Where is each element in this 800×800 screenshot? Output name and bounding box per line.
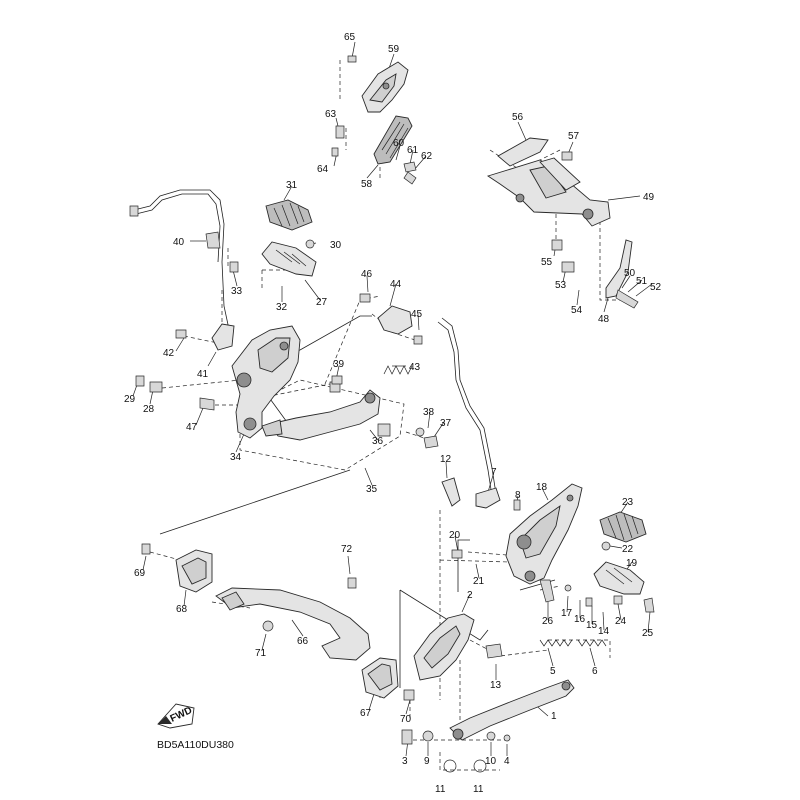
callout-39: 39 xyxy=(333,359,345,370)
brake-hose xyxy=(437,317,521,511)
callout-5: 5 xyxy=(550,666,556,677)
callout-41: 41 xyxy=(197,369,209,380)
callout-65: 65 xyxy=(344,32,356,43)
callout-17: 17 xyxy=(561,608,573,619)
callout-53: 53 xyxy=(555,280,567,291)
callout-50: 50 xyxy=(624,268,636,279)
fwd-arrow-icon: FWD xyxy=(157,703,195,729)
callout-10: 10 xyxy=(485,756,497,767)
callout-15: 15 xyxy=(586,620,598,631)
callout-56: 56 xyxy=(512,112,524,123)
callout-58: 58 xyxy=(361,179,373,190)
callout-23: 23 xyxy=(622,497,634,508)
rear-footpeg-left xyxy=(373,115,417,185)
callout-labels: 1 2 3 4 5 6 7 8 9 10 11 11 12 13 14 15 1… xyxy=(124,32,662,795)
rear-footrest-bracket-left xyxy=(331,55,409,157)
diagram-code: BD5A110DU380 xyxy=(157,739,234,751)
callout-16: 16 xyxy=(574,614,586,625)
callout-27: 27 xyxy=(316,297,328,308)
callout-55: 55 xyxy=(541,257,553,268)
callout-26: 26 xyxy=(542,616,554,627)
callout-1: 1 xyxy=(551,711,557,722)
callout-47: 47 xyxy=(186,422,198,433)
callout-11b: 11 xyxy=(473,784,484,795)
callout-68: 68 xyxy=(176,604,188,615)
callout-63: 63 xyxy=(325,109,337,120)
callout-43: 43 xyxy=(409,362,421,373)
callout-9: 9 xyxy=(424,756,430,767)
callout-29: 29 xyxy=(124,394,136,405)
front-footpeg-right xyxy=(585,511,655,613)
callout-18: 18 xyxy=(536,482,548,493)
callout-33: 33 xyxy=(231,286,243,297)
callout-59: 59 xyxy=(388,44,400,55)
callout-71: 71 xyxy=(255,648,267,659)
callout-28: 28 xyxy=(143,404,155,415)
callout-8: 8 xyxy=(515,490,521,501)
shift-linkage xyxy=(215,577,371,661)
callout-49: 49 xyxy=(643,192,655,203)
callout-32: 32 xyxy=(276,302,288,313)
part-illustrations: FWD xyxy=(129,55,655,773)
callout-66: 66 xyxy=(297,636,309,647)
front-footpeg-rubber xyxy=(265,199,313,231)
callout-31: 31 xyxy=(286,180,298,191)
callout-72: 72 xyxy=(341,544,353,555)
callout-62: 62 xyxy=(421,151,433,162)
callout-7: 7 xyxy=(491,467,497,478)
callout-70: 70 xyxy=(400,714,412,725)
shift-rod xyxy=(401,679,575,773)
callout-51: 51 xyxy=(636,276,648,287)
shift-arm-cover xyxy=(413,613,503,681)
callout-22: 22 xyxy=(622,544,634,555)
callout-21: 21 xyxy=(473,576,485,587)
brake-pedal xyxy=(261,381,439,449)
front-footrest-bracket-right xyxy=(451,483,583,603)
rear-footrest-bracket-right xyxy=(486,137,639,309)
callout-13: 13 xyxy=(490,680,502,691)
leader-lines xyxy=(132,41,653,757)
callout-24: 24 xyxy=(615,616,627,627)
callout-4: 4 xyxy=(504,756,510,767)
callout-14: 14 xyxy=(598,626,610,637)
callout-60: 60 xyxy=(393,138,405,149)
callout-69: 69 xyxy=(134,568,146,579)
callout-61: 61 xyxy=(407,145,419,156)
callout-6: 6 xyxy=(592,666,598,677)
return-springs xyxy=(539,639,607,647)
callout-40: 40 xyxy=(173,237,185,248)
shift-guard-plates xyxy=(141,543,415,701)
callout-64: 64 xyxy=(317,164,329,175)
callout-48: 48 xyxy=(598,314,610,325)
front-footpeg-left xyxy=(229,239,317,277)
callout-54: 54 xyxy=(571,305,583,316)
brake-light-switch xyxy=(331,293,423,385)
brake-switch-cable xyxy=(129,189,231,335)
callout-11a: 11 xyxy=(435,784,446,795)
callout-38: 38 xyxy=(423,407,435,418)
callout-34: 34 xyxy=(230,452,242,463)
callout-30: 30 xyxy=(330,240,342,251)
callout-12: 12 xyxy=(440,454,452,465)
callout-25: 25 xyxy=(642,628,654,639)
front-footrest-bracket-left xyxy=(135,323,301,439)
callout-45: 45 xyxy=(411,309,423,320)
callout-37: 37 xyxy=(440,418,452,429)
callout-67: 67 xyxy=(360,708,372,719)
callout-2: 2 xyxy=(467,590,473,601)
callout-42: 42 xyxy=(163,348,175,359)
callout-35: 35 xyxy=(366,484,378,495)
callout-52: 52 xyxy=(650,282,662,293)
callout-20: 20 xyxy=(449,530,461,541)
callout-44: 44 xyxy=(390,279,402,290)
callout-57: 57 xyxy=(568,131,580,142)
callout-46: 46 xyxy=(361,269,373,280)
callout-3: 3 xyxy=(402,756,408,767)
callout-19: 19 xyxy=(626,558,638,569)
callout-36: 36 xyxy=(372,436,384,447)
